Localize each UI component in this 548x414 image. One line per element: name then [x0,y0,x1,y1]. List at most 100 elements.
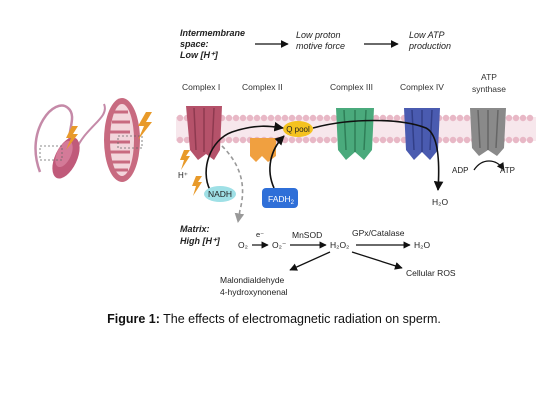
matrix-label-2: High [H⁺] [180,236,221,246]
intermembrane-label-1: Intermembrane [180,28,245,38]
low-atp-label-1: Low ATP [409,30,445,40]
lipid-head [505,136,513,144]
lipid-head [442,114,450,122]
lipid-head [246,114,254,122]
lipid-head [295,136,303,144]
superoxide-label: O₂⁻ [272,240,287,250]
lipid-head [526,136,534,144]
caption-label: Figure 1: [107,312,160,326]
complex-iv-label: Complex IV [400,82,444,92]
lipid-head [232,136,240,144]
sperm-zoom-box [39,145,63,161]
complex-iii-label: Complex III [330,82,373,92]
lipid-head [288,114,296,122]
lipid-head [372,114,380,122]
lipid-head [239,136,247,144]
lightning-bolt-icon [180,150,190,170]
complex-ii [250,138,276,162]
intermembrane-label-2: space: [180,39,209,49]
lipid-head [456,136,464,144]
hydroxynonenal-label: 4-hydroxynonenal [220,287,288,297]
lipid-head [316,136,324,144]
complex-i-label: Complex I [182,82,220,92]
h2o2-to-ros-arrow [351,251,403,270]
caption-text: The effects of electromagnetic radiation… [159,312,441,326]
lipid-head [449,114,457,122]
lightning-bolt-icon [138,112,152,140]
adp-atp-arrow [473,160,505,171]
lipid-head [302,136,310,144]
lipid-head [386,114,394,122]
lipid-head [442,136,450,144]
lipid-head [463,114,471,122]
lipid-head [239,114,247,122]
lipid-head [330,136,338,144]
q-pool [283,121,313,137]
low-proton-label-2: motive force [296,41,345,51]
lipid-head [386,136,394,144]
gpx-catalase-label: GPx/Catalase [352,228,405,238]
figure-caption: Figure 1: The effects of electromagnetic… [0,312,548,326]
lipid-head [260,114,268,122]
nadh-bubble [204,186,236,202]
lipid-head [463,136,471,144]
lipid-head [316,114,324,122]
electron-path-nadh [205,121,284,191]
electron-path-fadh [269,135,285,189]
lipid-head [183,136,191,144]
lipid-head [512,136,520,144]
lipid-head [274,114,282,122]
cellular-ros-label: Cellular ROS [406,268,456,278]
h-plus-label: H⁺ [178,171,188,180]
lipid-head [505,114,513,122]
atp-label: ATP [500,166,515,175]
h2o2-label: H₂O₂ [330,240,349,250]
o2-label: O₂ [238,240,248,250]
lipid-head [519,136,527,144]
low-atp-label-2: production [408,41,451,51]
h2o2-to-lipid-arrow [289,251,331,271]
lipid-head [176,136,184,144]
lipid-head [519,114,527,122]
lipid-head [372,136,380,144]
electron-leak-path [221,145,245,223]
lipid-head [281,114,289,122]
lipid-head [225,114,233,122]
h2o-top-label: H₂O [432,197,448,207]
adp-label: ADP [452,166,468,175]
atp-synthase-label-2: synthase [472,84,506,94]
lipid-head [512,114,520,122]
mito-zoom-box [117,135,143,149]
atp-synthase-label-1: ATP [481,72,497,82]
lightning-bolt-icon [66,126,78,150]
lipid-head [379,114,387,122]
mitochondrion-illustration [104,98,152,182]
lipid-head [456,114,464,122]
h2o-bottom-label: H₂O [414,240,430,250]
atp-synthase [470,108,506,156]
matrix-section: Matrix: High [H⁺] e⁻ O₂ O₂⁻ MnSOD H₂O₂ G… [180,224,456,297]
lipid-head [449,136,457,144]
lipid-head [232,114,240,122]
nadh-label: NADH [208,189,232,199]
lipid-head [302,114,310,122]
electron-path-to-oxygen [312,119,444,191]
lipid-head [267,114,275,122]
lipid-head [330,114,338,122]
lipid-head [295,114,303,122]
lipid-head [253,114,261,122]
lipid-head [393,136,401,144]
lipid-head [288,136,296,144]
complex-iv [404,108,440,160]
complex-labels: Complex I Complex II Complex III Complex… [182,72,506,94]
top-row: Intermembrane space: Low [H⁺] Low proton… [180,28,451,60]
lipid-head [379,136,387,144]
complex-iii [336,108,374,160]
complex-ii-label: Complex II [242,82,283,92]
lipid-head [393,114,401,122]
lipid-head [225,136,233,144]
malondialdehyde-label: Malondialdehyde [220,275,285,285]
low-proton-label-1: Low proton [296,30,341,40]
lipid-head [176,114,184,122]
